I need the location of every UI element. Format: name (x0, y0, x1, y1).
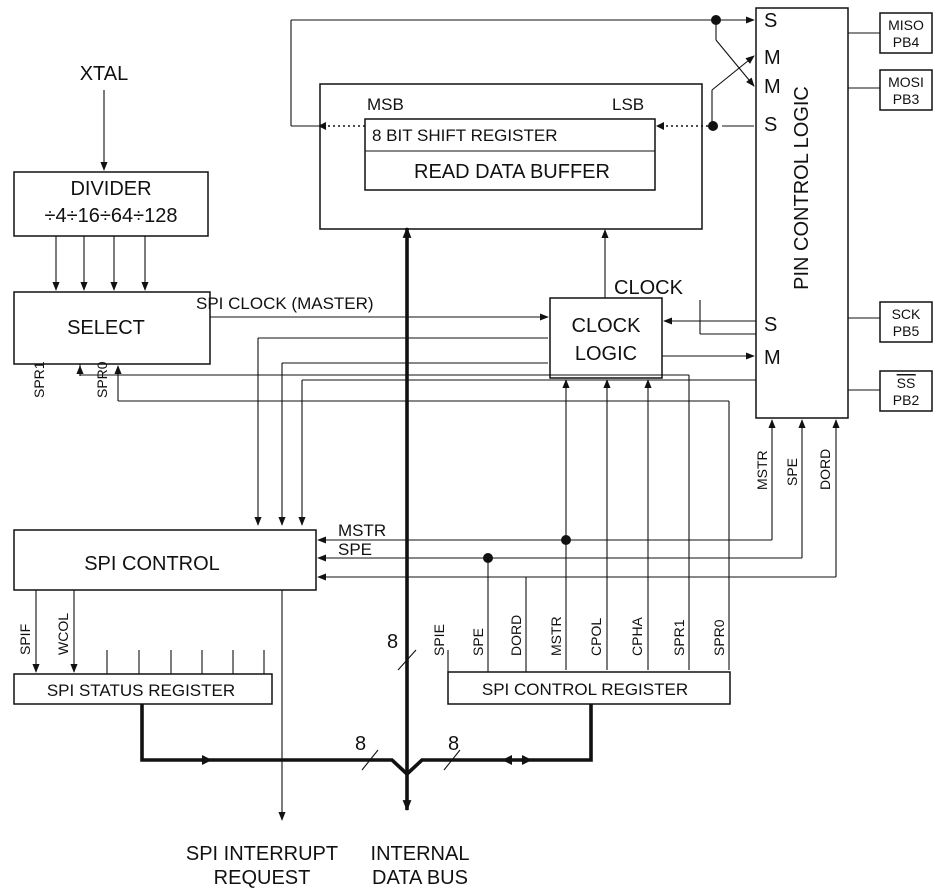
spi-control-label: SPI CONTROL (84, 553, 220, 575)
shift-register-label: 8 BIT SHIFT REGISTER (372, 126, 557, 145)
spi-clock-master-label: SPI CLOCK (MASTER) (196, 294, 374, 313)
pin-logic-input-spe: SPE (784, 458, 800, 486)
pin-mosi-port: PB3 (893, 91, 920, 107)
control-register-bit-labels: SPIE SPE DORD MSTR CPOL CPHA SPR1 SPR0 (431, 615, 727, 656)
pin-ss-name: SS (897, 375, 916, 391)
port-m-clock: M (764, 347, 781, 369)
clock-logic-label-2: LOGIC (575, 343, 637, 365)
ctrl-bit-dord: DORD (508, 615, 524, 656)
spi-control-register-label: SPI CONTROL REGISTER (482, 680, 688, 699)
ctrl-bit-spie: SPIE (431, 624, 447, 656)
pin-ss-port: PB2 (893, 392, 920, 408)
divider-block (13, 171, 209, 237)
bus-width-left: 8 (355, 733, 366, 755)
spi-status-register-label: SPI STATUS REGISTER (47, 681, 235, 700)
port-s-clock: S (764, 314, 777, 336)
pin-box-ss (879, 370, 933, 412)
status-bit-wcol: WCOL (55, 613, 71, 655)
select-input-spr1: SPR1 (31, 361, 47, 398)
internal-bus-label-2: DATA BUS (372, 867, 468, 888)
pin-box-miso (879, 12, 933, 54)
shift-register-inner (364, 118, 656, 191)
msb-label: MSB (367, 95, 404, 114)
clock-logic-block (549, 297, 663, 379)
spi-status-register (13, 673, 273, 705)
spi-interrupt-label-1: SPI INTERRUPT (186, 843, 338, 865)
spi-control-input-mstr: MSTR (338, 521, 386, 540)
select-label: SELECT (67, 317, 145, 339)
divider-title: DIVIDER (70, 178, 151, 200)
clock-logic-label-1: CLOCK (572, 315, 642, 337)
pin-miso-name: MISO (888, 17, 924, 33)
clock-out-label: CLOCK (614, 277, 684, 299)
divider-ratios: ÷4÷16÷64÷128 (45, 205, 178, 227)
select-input-spr0: SPR0 (94, 361, 110, 398)
ctrl-bit-cpha: CPHA (629, 616, 645, 656)
ctrl-bit-spr1: SPR1 (671, 619, 687, 656)
ctrl-bit-spe: SPE (470, 628, 486, 656)
lsb-label: LSB (612, 95, 644, 114)
select-block (13, 291, 211, 365)
xtal-label: XTAL (80, 63, 129, 85)
port-s-second: S (764, 114, 777, 136)
internal-bus-label-1: INTERNAL (371, 843, 470, 865)
ctrl-bit-spr0: SPR0 (711, 619, 727, 656)
pin-mosi-name: MOSI (888, 74, 924, 90)
pin-sck-port: PB5 (893, 323, 920, 339)
spi-control-block (13, 529, 317, 591)
port-s-top: S (764, 10, 777, 32)
port-m-top: M (764, 47, 781, 69)
bus-width-right: 8 (448, 733, 459, 755)
ctrl-bit-cpol: CPOL (588, 618, 604, 656)
read-data-buffer-label: READ DATA BUFFER (414, 161, 610, 183)
pin-box-mosi (879, 69, 933, 111)
status-bit-spif: SPIF (17, 624, 33, 655)
spi-interrupt-label-2: REQUEST (214, 867, 311, 888)
spi-control-register (447, 671, 731, 705)
pin-miso-port: PB4 (893, 34, 920, 50)
pin-control-logic-label: PIN CONTROL LOGIC (791, 86, 813, 290)
pin-control-logic-block (755, 7, 849, 419)
pin-sck-name: SCK (892, 306, 921, 322)
port-m-second: M (764, 76, 781, 98)
pin-logic-input-mstr: MSTR (754, 450, 770, 490)
ctrl-bit-mstr: MSTR (548, 616, 564, 656)
bus-width-vertical: 8 (387, 631, 398, 653)
spi-control-input-spe: SPE (338, 540, 372, 559)
pin-box-sck (879, 301, 933, 343)
pin-logic-input-dord: DORD (817, 449, 833, 490)
